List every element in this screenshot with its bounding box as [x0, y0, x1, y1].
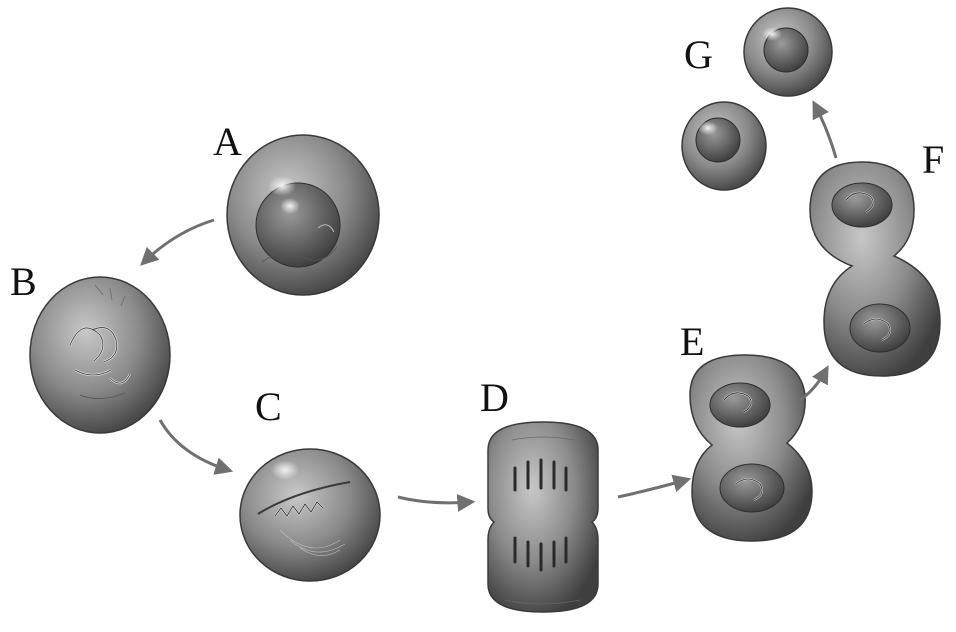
arrow-f-to-g: [815, 105, 836, 158]
arrow-a-to-b: [144, 220, 214, 262]
cell-a: [227, 135, 379, 295]
arrow-c-to-d: [398, 497, 470, 503]
stage-label-d: D: [480, 378, 509, 418]
stage-label-f: F: [922, 140, 944, 180]
cell-c: [240, 449, 380, 581]
cell-d: [488, 422, 598, 612]
cell-b: [30, 277, 170, 433]
stage-label-c: C: [255, 387, 282, 427]
stage-label-g: G: [684, 35, 713, 75]
stage-label-e: E: [680, 322, 704, 362]
arrow-d-to-e: [618, 480, 686, 497]
stage-label-b: B: [10, 262, 37, 302]
arrow-b-to-c: [160, 420, 228, 470]
cell-f: [810, 162, 940, 376]
cell-g-top: [744, 8, 832, 96]
cell-g-bottom: [682, 102, 766, 190]
arrow-e-to-f: [800, 370, 826, 400]
cell-e: [690, 355, 812, 541]
stage-label-a: A: [213, 122, 242, 162]
